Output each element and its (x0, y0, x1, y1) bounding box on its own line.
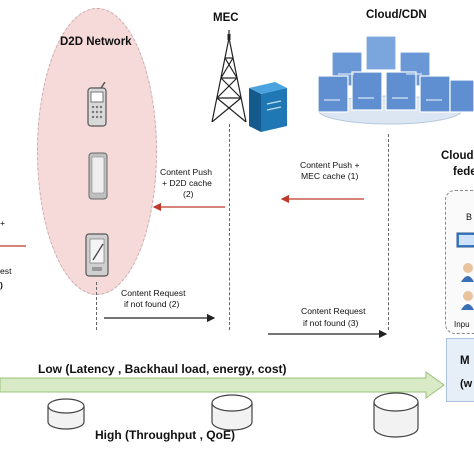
d2d-network-title: D2D Network (60, 36, 132, 48)
storage-cylinder-d2d (47, 398, 85, 430)
mec-title: MEC (213, 12, 239, 24)
cell-tower-icon (211, 30, 247, 122)
smartphone-icon (88, 152, 108, 200)
scale-arrow-bar (0, 371, 445, 399)
request-3-label-line2: if not found (3) (303, 318, 359, 328)
mec-server-icon (249, 82, 287, 132)
right-panel-label-input: Inpu (454, 320, 470, 329)
d2d-push-label-line3: (2) (183, 189, 194, 199)
cloud-dashed-line (388, 134, 389, 330)
d2d-push-label-line1: Content Push (160, 167, 213, 177)
left-cut-label-2: est (0, 266, 12, 276)
d2d-push-label-line2: + D2D cache (162, 178, 212, 188)
cloud-server-cluster-icon (317, 35, 474, 125)
request-2-label-line2: if not found (2) (124, 299, 180, 309)
request-3-label-line1: Content Request (301, 306, 366, 316)
monitor-icon (456, 232, 474, 248)
scale-high-label: High (Throughput , QoE) (95, 428, 235, 442)
storage-cylinder-mec (211, 394, 253, 431)
right-lower-label-m: M (460, 355, 470, 367)
right-lower-box (446, 338, 474, 402)
request-2-label-line1: Content Request (121, 288, 186, 298)
feature-phone-icon (87, 82, 107, 127)
right-federation-panel (445, 190, 474, 334)
d2d-dashed-line (96, 282, 97, 330)
scale-low-label: Low (Latency , Backhaul load, energy, co… (38, 362, 287, 376)
left-cut-label-1: + (0, 218, 6, 228)
cloud-cdn-title: Cloud/CDN (366, 9, 427, 21)
right-panel-title-2: fede (453, 166, 474, 178)
pda-icon (85, 233, 109, 277)
storage-cylinder-cloud (373, 392, 419, 438)
user-icon (461, 263, 474, 282)
left-cut-label-3: ) (0, 280, 3, 290)
mec-push-label-line1: Content Push + (300, 160, 360, 170)
right-lower-label-w: (w (460, 378, 473, 390)
mec-dashed-line (229, 124, 230, 330)
right-panel-title-1: Cloud (441, 150, 474, 162)
user-icon-2 (461, 291, 474, 310)
mec-push-label-line2: MEC cache (1) (301, 171, 359, 181)
right-panel-label-b: B (466, 212, 473, 222)
